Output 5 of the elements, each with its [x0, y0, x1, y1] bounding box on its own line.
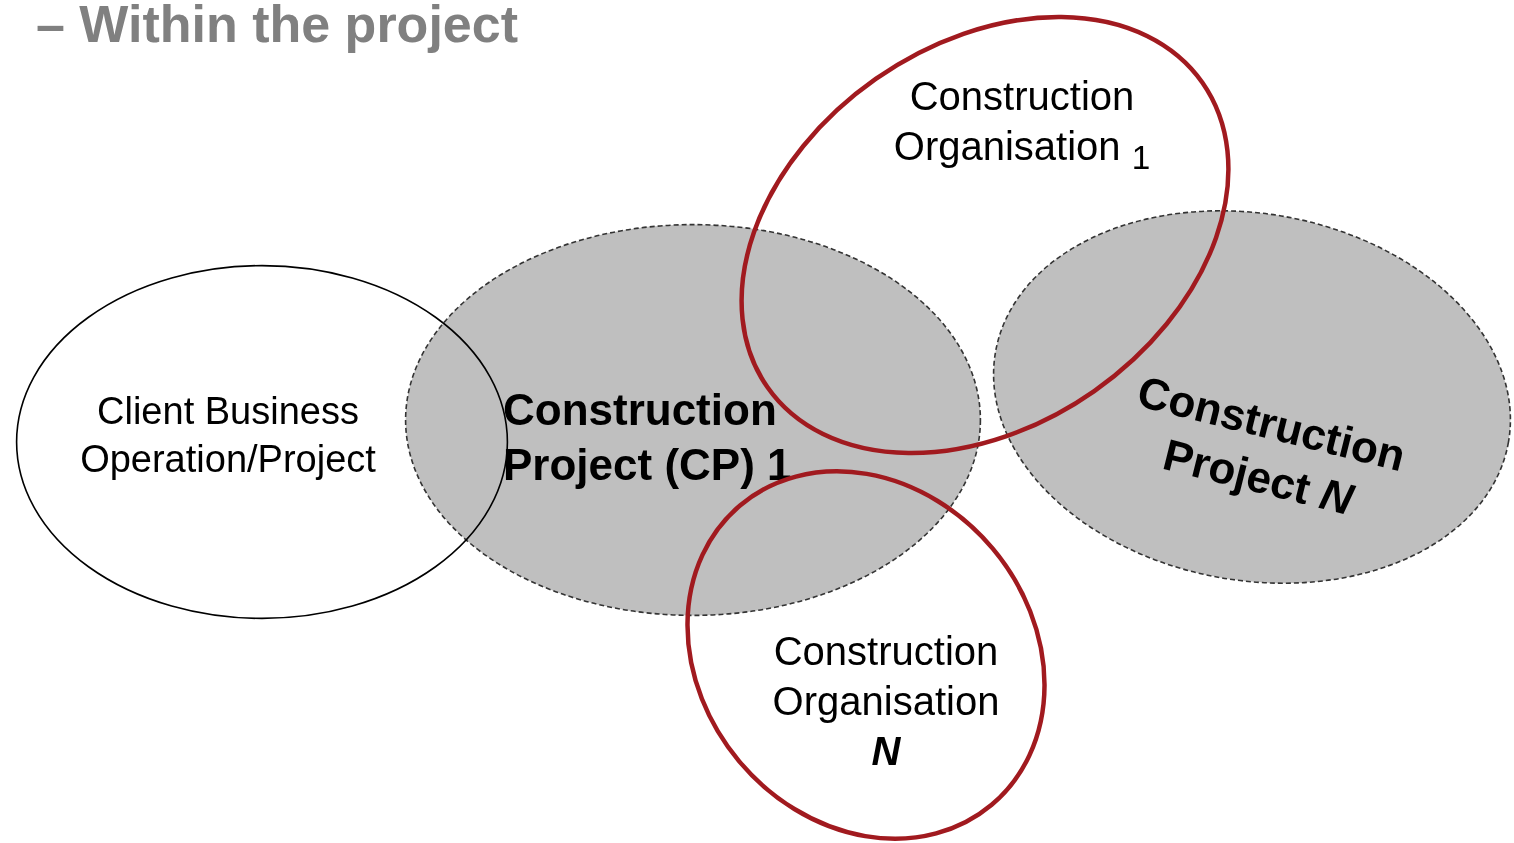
project-ellipse [403, 222, 983, 618]
ellipse-label: Construction Organisation N [771, 628, 1001, 775]
ellipse-label: Client Business Operation/Project [79, 389, 377, 482]
project-ellipse [992, 209, 1512, 585]
heading: – Within the project [36, 0, 518, 54]
